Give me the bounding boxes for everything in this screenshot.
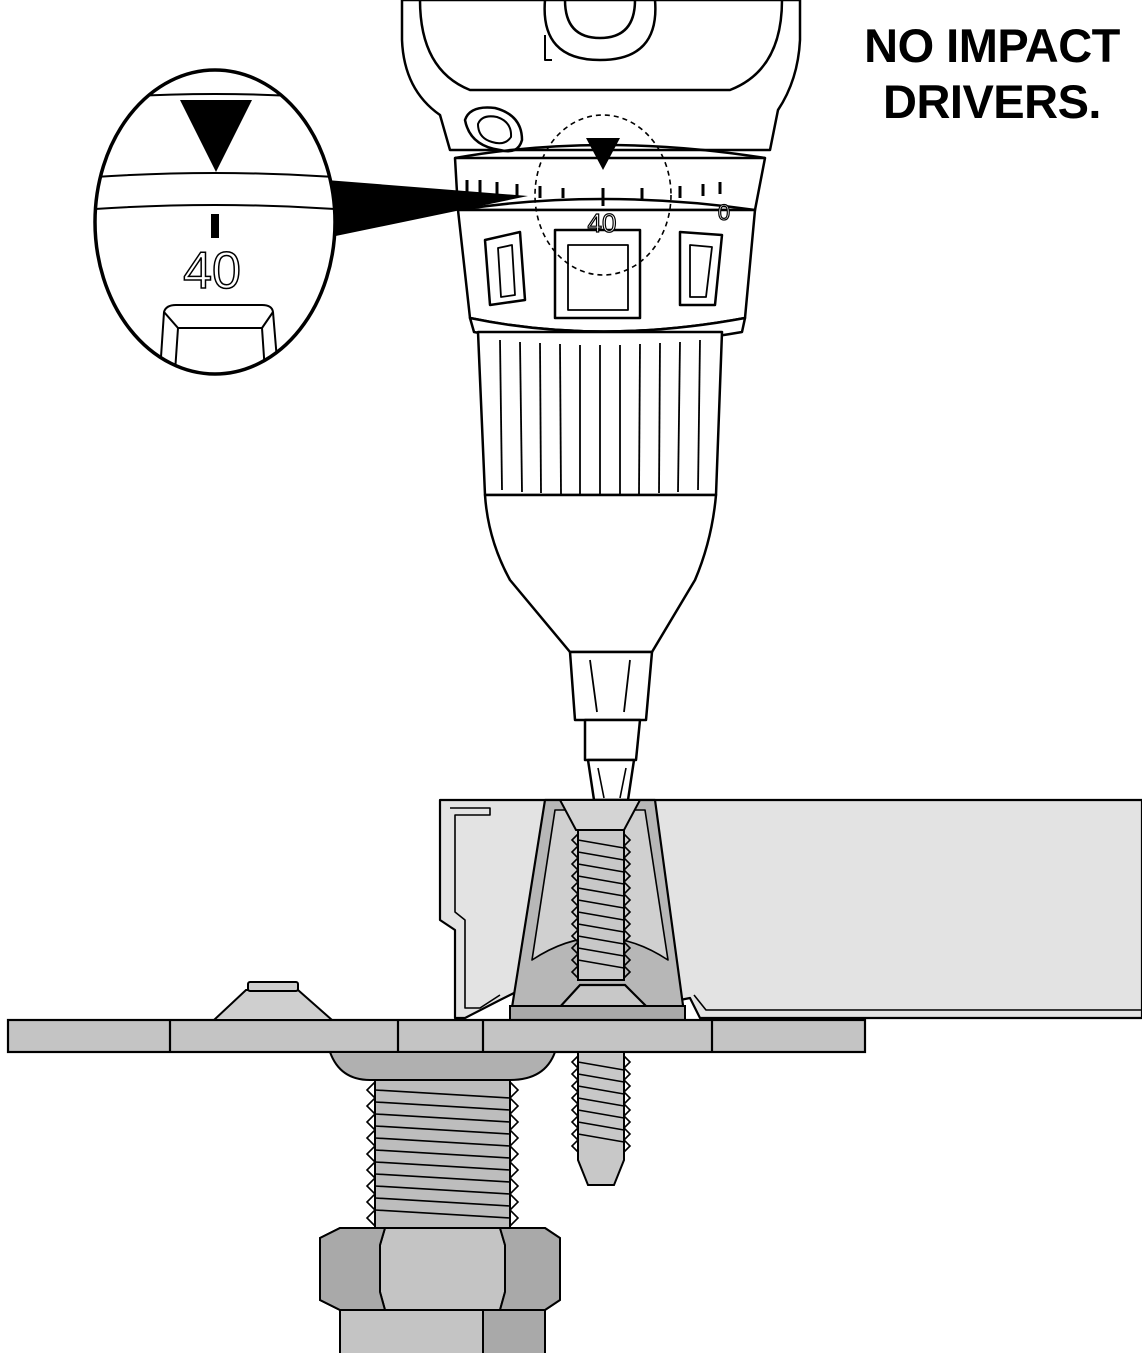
dial-highlight-ellipse — [534, 114, 672, 276]
clutch-end-label: 0 — [718, 200, 730, 225]
clutch-setting-label: 40 — [588, 208, 617, 238]
drill-housing — [400, 0, 802, 152]
screw — [558, 799, 642, 981]
clutch-pointer-icon — [586, 138, 620, 170]
driver-bit — [583, 718, 642, 762]
warning-line-2: DRIVERS. — [883, 75, 1102, 128]
drill — [400, 0, 802, 802]
clutch-scale — [465, 180, 722, 206]
rail-profile — [438, 798, 1142, 1022]
leveling-bolt — [319, 1051, 561, 1356]
screw-tip — [570, 1051, 632, 1186]
warning-line-1: NO IMPACT — [864, 19, 1120, 72]
plate-rivet — [211, 981, 335, 1021]
magnifier: 40 — [93, 68, 337, 376]
magnifier-pointer — [326, 180, 528, 238]
magnifier-pointer-icon — [180, 100, 252, 172]
base-plate — [6, 1018, 867, 1054]
warning-text: NO IMPACT DRIVERS. — [842, 18, 1142, 130]
magnifier-setting-label: 40 — [183, 242, 241, 300]
chuck-nose — [483, 493, 718, 654]
magnifier-tick — [211, 214, 219, 238]
